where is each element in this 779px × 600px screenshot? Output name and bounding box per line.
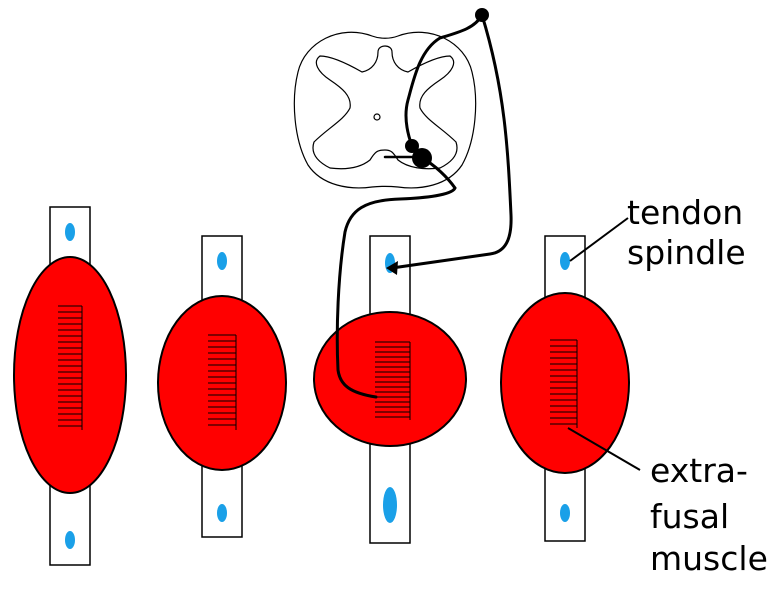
extra-label: extra-	[650, 451, 748, 490]
spindle-blob	[383, 487, 397, 523]
dorsal-root-ganglion-node	[475, 8, 489, 22]
synapse-node	[405, 139, 419, 153]
extrafusal-muscle-pointer	[567, 427, 641, 471]
tendon-label: tendon	[627, 193, 744, 232]
muscle-label: muscle	[650, 539, 768, 578]
spindle-receptor-arrowhead	[386, 261, 398, 275]
extrafusal-muscle-belly	[313, 311, 467, 447]
spindle-blob	[560, 252, 570, 270]
muscle-4	[500, 235, 630, 542]
muscle-3	[313, 235, 467, 544]
central-canal	[373, 113, 381, 121]
motor-neuron-cell-body	[412, 148, 432, 168]
spindle-label: spindle	[627, 233, 746, 272]
muscle-striations	[550, 339, 578, 428]
spindle-blob	[217, 252, 227, 270]
extrafusal-muscle-belly	[500, 292, 630, 474]
muscle-striations	[58, 305, 83, 430]
spinal-cord-cross-section	[293, 31, 477, 189]
spindle-blob	[65, 531, 75, 549]
muscle-1	[13, 206, 127, 566]
grey-matter-butterfly	[312, 45, 458, 170]
extrafusal-muscle-belly	[13, 256, 127, 494]
spinal-cord-outline	[293, 31, 477, 189]
tendon-spindle-pointer	[569, 217, 629, 262]
muscle-2	[157, 235, 287, 538]
muscle-striations	[375, 341, 411, 420]
fusal-label: fusal	[650, 497, 730, 536]
spindle-blob	[560, 504, 570, 522]
muscle-striations	[208, 334, 237, 430]
motor-efferent-fiber	[335, 156, 457, 399]
spindle-blob	[217, 504, 227, 522]
spindle-blob	[65, 223, 75, 241]
